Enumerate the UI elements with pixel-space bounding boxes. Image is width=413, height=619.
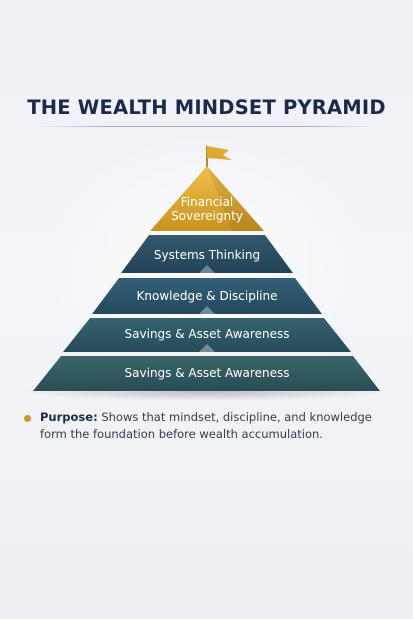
tier-2-label: Systems Thinking <box>154 248 260 262</box>
purpose-text: Shows that mindset, discipline, and know… <box>40 410 372 441</box>
tier-4-label: Savings & Asset Awareness <box>125 327 290 341</box>
bottom-fade <box>0 455 413 619</box>
pyramid-tier-3: Knowledge & Discipline <box>92 278 322 314</box>
purpose-label: Purpose: <box>40 410 98 424</box>
tier-5-label: Savings & Asset Awareness <box>125 366 290 380</box>
pyramid-tier-1: Financial Sovereignty <box>150 166 264 231</box>
purpose-note: Purpose: Shows that mindset, discipline,… <box>40 409 380 443</box>
flag-icon <box>206 146 232 170</box>
tier-3-label: Knowledge & Discipline <box>137 289 278 303</box>
pyramid-tier-2: Systems Thinking <box>121 235 293 273</box>
title-divider <box>40 126 373 127</box>
pyramid-tier-5: Savings & Asset Awareness <box>33 356 380 391</box>
tier-1-label-line-2: Sovereignty <box>171 209 243 223</box>
page-title: THE WEALTH MINDSET PYRAMID <box>27 96 386 119</box>
tier-1-label-line-1: Financial <box>181 195 234 209</box>
pyramid-tier-4: Savings & Asset Awareness <box>63 318 351 352</box>
purpose-bullet <box>24 415 31 422</box>
